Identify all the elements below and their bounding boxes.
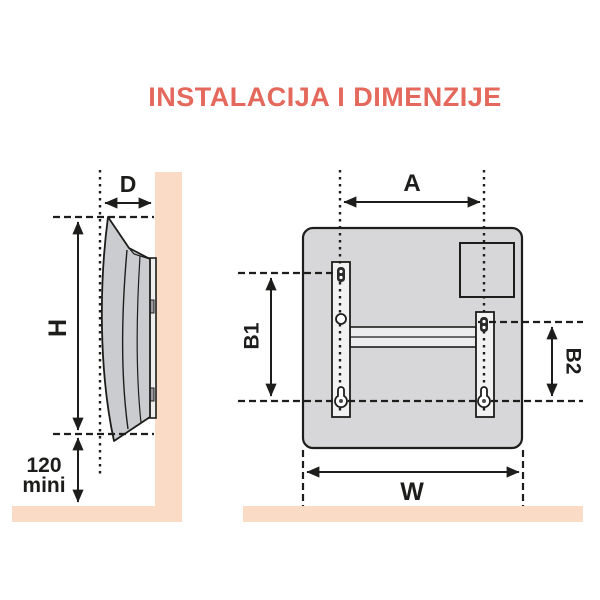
hole-spacing-dimension-label: A [403, 170, 420, 197]
rail-left-mid-hole [335, 313, 347, 325]
rail-right-slot-dot-2 [482, 325, 486, 330]
wall-strip [155, 172, 182, 522]
floor-strip-left [12, 506, 182, 522]
rail-left-keyhole-screw [339, 399, 343, 403]
floor-clearance-value: 120 [26, 454, 61, 477]
depth-dimension-label: D [120, 171, 137, 197]
rail-left-slot-dot-1 [339, 269, 343, 274]
width-dimension-label: W [400, 478, 424, 506]
wall-floor-left [12, 172, 182, 522]
rail-right-keyhole [477, 386, 491, 409]
floor-strip-right [243, 506, 583, 522]
rail-left-slot-dot-2 [339, 275, 343, 280]
heater-top-step [128, 247, 151, 260]
side-view-diagram: D H 120 mini [22, 170, 157, 503]
b2-dimension-label: B2 [562, 348, 585, 375]
junction-box [459, 242, 515, 298]
rail-left-keyhole [334, 386, 348, 409]
height-dimension-label: H [44, 319, 72, 337]
rail-left-details [334, 267, 348, 409]
rail-right-top-slot [480, 317, 488, 332]
b1-dimension-label: B1 [241, 322, 264, 349]
heater-front-seam [121, 249, 129, 430]
floor-clearance-unit: mini [22, 474, 65, 497]
rail-right-keyhole-screw [482, 399, 486, 403]
rail-right-slot-dot-1 [482, 319, 486, 324]
rail-left-top-slot [337, 267, 345, 282]
page-title: INSTALACIJA I DIMENZIJE [148, 82, 502, 112]
rail-right-details [477, 317, 491, 409]
back-view-diagram: A B1 B2 W [238, 170, 585, 506]
heater-back-seam [136, 255, 142, 424]
